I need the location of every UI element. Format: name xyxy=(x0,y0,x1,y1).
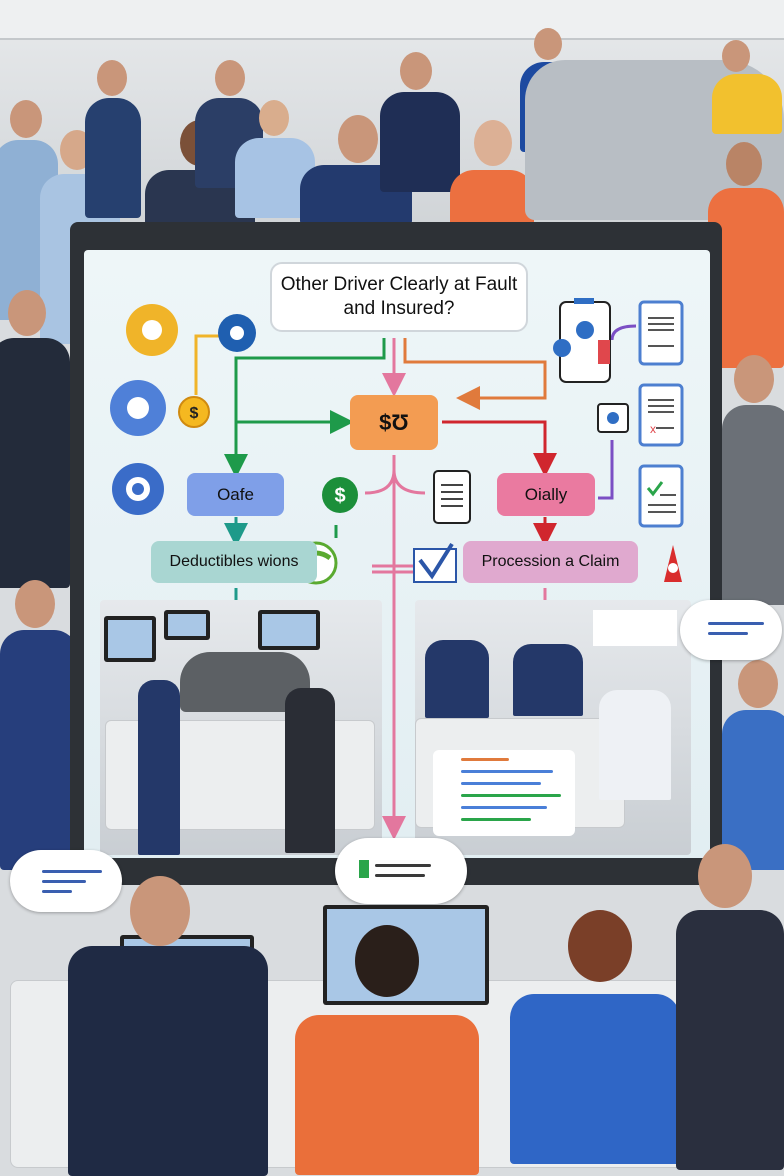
checkbox-icon xyxy=(413,542,457,583)
left-result-node[interactable]: Deductibles wions xyxy=(151,541,317,583)
decision-question-node[interactable]: Other Driver Clearly at Fault and Insure… xyxy=(270,262,528,332)
svg-text:x: x xyxy=(650,422,656,436)
right-node[interactable]: Oially xyxy=(497,473,595,516)
svg-text:$: $ xyxy=(334,485,345,507)
warning-icon xyxy=(664,545,682,582)
ceiling xyxy=(0,0,784,40)
speech-bubble xyxy=(10,850,122,912)
arrow-orange xyxy=(403,338,547,410)
gear-icon xyxy=(112,463,164,515)
checklist-card xyxy=(433,750,575,836)
right-result-node[interactable]: Procession a Claim xyxy=(463,541,638,583)
arrow-red xyxy=(442,420,557,477)
clipboard-icon xyxy=(433,470,471,524)
gear-icon xyxy=(218,314,256,352)
clipboard-checked-icon xyxy=(638,464,684,528)
clipboard-icon xyxy=(638,300,684,366)
gear-icon xyxy=(110,380,166,436)
speech-bubble xyxy=(335,838,467,904)
gear-icon xyxy=(126,304,178,356)
phone-settings-icon xyxy=(553,298,611,383)
svg-text:$: $ xyxy=(190,405,199,422)
office-photo-left xyxy=(100,600,382,855)
left-node[interactable]: Oafe xyxy=(187,473,284,516)
speech-bubble xyxy=(680,600,782,660)
dollar-coin-icon: $ xyxy=(322,477,358,513)
bag-icon xyxy=(597,403,629,433)
clipboard-icon: x xyxy=(638,383,684,447)
arrow-green xyxy=(224,338,386,478)
dollar-coin-icon: $ xyxy=(178,396,210,428)
center-node[interactable]: $Ʊ xyxy=(350,395,438,450)
office-photo-right xyxy=(415,600,691,855)
